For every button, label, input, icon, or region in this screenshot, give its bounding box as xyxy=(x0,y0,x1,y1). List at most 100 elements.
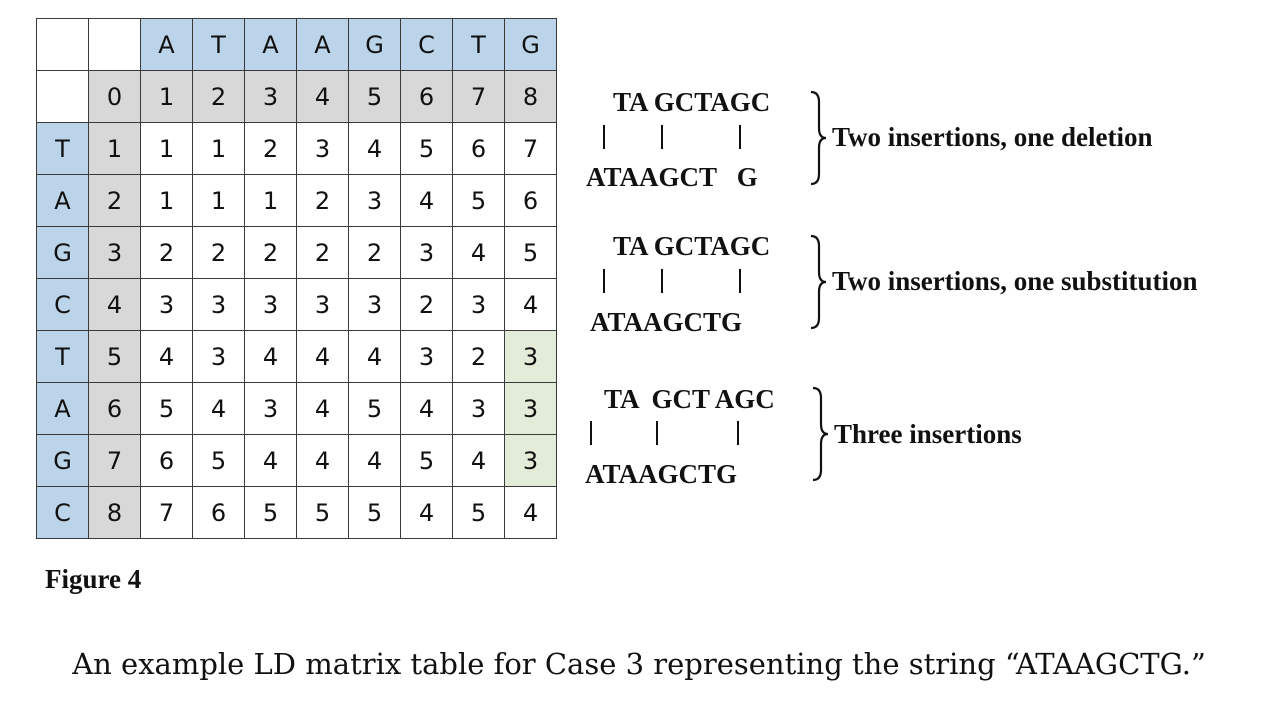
matrix-cell: 6 xyxy=(452,122,505,175)
matrix-cell: 1 xyxy=(140,122,193,175)
empty-corner-cell xyxy=(36,70,89,123)
row-header-cell: G xyxy=(36,434,89,487)
matrix-cell: 5 xyxy=(452,174,505,227)
row-header-cell: C xyxy=(36,278,89,331)
alignment-3-bar xyxy=(737,421,740,445)
matrix-cell: 4 xyxy=(400,174,453,227)
matrix-cell: 4 xyxy=(244,434,297,487)
matrix-cell: 4 xyxy=(348,330,401,383)
index-cell: 1 xyxy=(88,122,141,175)
matrix-cell: 5 xyxy=(140,382,193,435)
alignment-3-bottom: ATAAGCTG xyxy=(585,459,738,489)
matrix-cell: 1 xyxy=(192,122,245,175)
index-cell: 8 xyxy=(504,70,557,123)
index-cell: 4 xyxy=(88,278,141,331)
matrix-cell: 2 xyxy=(296,174,349,227)
matrix-cell: 5 xyxy=(244,486,297,539)
matrix-cell: 7 xyxy=(504,122,557,175)
matrix-cell: 4 xyxy=(348,434,401,487)
figure-label: Figure 4 xyxy=(45,564,142,594)
matrix-cell: 4 xyxy=(400,486,453,539)
matrix-cell: 2 xyxy=(296,226,349,279)
matrix-cell: 4 xyxy=(400,382,453,435)
matrix-cell: 4 xyxy=(244,330,297,383)
alignment-1-top: TA GCTAGC xyxy=(613,87,771,117)
right-brace-icon xyxy=(810,234,827,330)
matrix-cell: 2 xyxy=(192,226,245,279)
alignment-2-bar xyxy=(603,269,606,293)
index-cell: 1 xyxy=(140,70,193,123)
column-header-cell: A xyxy=(244,18,297,71)
matrix-cell: 7 xyxy=(140,486,193,539)
row-header-cell: T xyxy=(36,122,89,175)
matrix-cell: 3 xyxy=(140,278,193,331)
figure-caption: An example LD matrix table for Case 3 re… xyxy=(72,647,1206,681)
index-cell: 6 xyxy=(88,382,141,435)
matrix-cell: 5 xyxy=(504,226,557,279)
index-cell: 8 xyxy=(88,486,141,539)
index-cell: 0 xyxy=(88,70,141,123)
index-cell: 4 xyxy=(296,70,349,123)
matrix-cell: 4 xyxy=(452,434,505,487)
matrix-cell: 3 xyxy=(244,278,297,331)
matrix-cell: 1 xyxy=(140,174,193,227)
alignment-3-bar xyxy=(656,421,659,445)
column-header-cell: T xyxy=(452,18,505,71)
empty-corner-cell xyxy=(88,18,141,71)
matrix-cell: 4 xyxy=(504,486,557,539)
matrix-cell: 2 xyxy=(348,226,401,279)
matrix-cell: 2 xyxy=(140,226,193,279)
matrix-cell: 1 xyxy=(192,174,245,227)
matrix-cell: 4 xyxy=(296,382,349,435)
alignment-2-bottom: ATAAGCTG xyxy=(590,307,743,337)
matrix-cell: 5 xyxy=(348,486,401,539)
matrix-cell: 5 xyxy=(296,486,349,539)
column-header-cell: T xyxy=(192,18,245,71)
alignment-3-description: Three insertions xyxy=(834,419,1022,449)
alignment-1-bar xyxy=(739,125,742,149)
index-cell: 3 xyxy=(244,70,297,123)
matrix-cell: 4 xyxy=(348,122,401,175)
matrix-cell: 5 xyxy=(348,382,401,435)
column-header-cell: G xyxy=(348,18,401,71)
column-header-cell: A xyxy=(140,18,193,71)
matrix-cell: 3 xyxy=(348,174,401,227)
matrix-cell: 4 xyxy=(452,226,505,279)
column-header-cell: G xyxy=(504,18,557,71)
empty-corner-cell xyxy=(36,18,89,71)
matrix-cell: 5 xyxy=(400,122,453,175)
matrix-cell: 2 xyxy=(400,278,453,331)
index-cell: 7 xyxy=(88,434,141,487)
matrix-cell: 2 xyxy=(244,226,297,279)
index-cell: 2 xyxy=(192,70,245,123)
alignment-3-top: TA GCT AGC xyxy=(604,384,775,414)
alignment-1-description: Two insertions, one deletion xyxy=(832,122,1153,152)
matrix-cell: 4 xyxy=(140,330,193,383)
matrix-cell: 3 xyxy=(348,278,401,331)
row-header-cell: C xyxy=(36,486,89,539)
index-cell: 7 xyxy=(452,70,505,123)
matrix-cell: 2 xyxy=(452,330,505,383)
alignment-1-bottom: ATAAGCT G xyxy=(586,162,758,192)
column-header-cell: A xyxy=(296,18,349,71)
index-cell: 6 xyxy=(400,70,453,123)
matrix-cell: 5 xyxy=(452,486,505,539)
matrix-cell: 2 xyxy=(244,122,297,175)
row-header-cell: T xyxy=(36,330,89,383)
matrix-cell: 5 xyxy=(400,434,453,487)
highlighted-cell: 3 xyxy=(504,434,557,487)
matrix-cell: 5 xyxy=(192,434,245,487)
matrix-cell: 3 xyxy=(296,122,349,175)
matrix-cell: 4 xyxy=(296,434,349,487)
index-cell: 5 xyxy=(348,70,401,123)
matrix-cell: 3 xyxy=(244,382,297,435)
matrix-cell: 6 xyxy=(140,434,193,487)
alignment-2-description: Two insertions, one substitution xyxy=(832,266,1198,296)
